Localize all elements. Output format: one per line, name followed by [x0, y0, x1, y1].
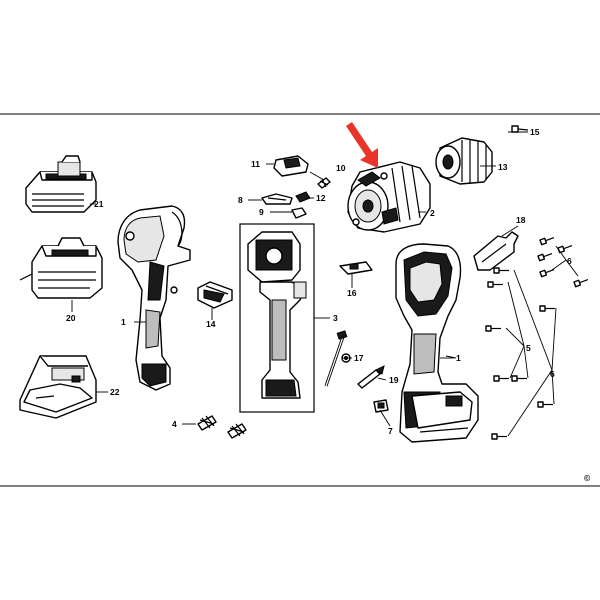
part-1-housing-right[interactable]: [395, 243, 479, 443]
label-15: 15: [530, 127, 540, 137]
part-22-case[interactable]: [19, 355, 97, 419]
part-3-assembly-box[interactable]: [239, 223, 315, 413]
label-22: 22: [110, 387, 120, 397]
label-21: 21: [94, 199, 104, 209]
label-20: 20: [66, 313, 76, 323]
part-16-plate[interactable]: [339, 261, 373, 275]
part-20-battery[interactable]: [19, 237, 103, 299]
part-19-bit[interactable]: [357, 365, 385, 389]
part-21-charger[interactable]: [25, 155, 97, 213]
label-17: 17: [354, 353, 364, 363]
part-4-springs[interactable]: [197, 415, 247, 439]
part-9-clip[interactable]: [291, 207, 307, 219]
label-14: 14: [206, 319, 216, 329]
label-3: 3: [333, 313, 338, 323]
label-10: 10: [336, 163, 346, 173]
label-5: 5: [526, 343, 531, 353]
label-16: 16: [347, 288, 357, 298]
part-17-shaft[interactable]: [324, 330, 351, 387]
part-1-housing-left[interactable]: [117, 205, 191, 391]
part-7-clip[interactable]: [373, 399, 389, 413]
label-8: 8: [238, 195, 243, 205]
part-6-screws-bottom[interactable]: [491, 305, 555, 440]
part-11-bracket[interactable]: [273, 155, 309, 177]
label-19: 19: [389, 375, 399, 385]
part-8-contact[interactable]: [261, 193, 293, 205]
label-7: 7: [388, 426, 393, 436]
part-5-screws[interactable]: [485, 267, 527, 382]
part-13-chuck[interactable]: [435, 137, 493, 185]
part-15-screw[interactable]: [511, 125, 529, 133]
part-labels: 1 1 2 3 4 5 6 6 7 8 9 10 11 12 13 14 15 …: [66, 127, 591, 483]
part-14-switch[interactable]: [197, 281, 233, 309]
label-18: 18: [516, 215, 526, 225]
label-1-right: 1: [456, 353, 461, 363]
leader-lines: [71, 131, 579, 437]
label-1-left: 1: [121, 317, 126, 327]
copyright-mark: ©: [584, 473, 591, 483]
label-9: 9: [259, 207, 264, 217]
label-6-top: 6: [567, 256, 572, 266]
part-18-bottle[interactable]: [473, 231, 519, 271]
part-6-screws-top[interactable]: [537, 235, 589, 288]
part-12-brush[interactable]: [295, 191, 311, 203]
label-6-bottom: 6: [550, 369, 555, 379]
label-4: 4: [172, 419, 177, 429]
label-11: 11: [251, 159, 260, 169]
part-2-motor[interactable]: [347, 161, 431, 233]
label-13: 13: [498, 162, 508, 172]
label-2: 2: [430, 208, 435, 218]
label-12: 12: [316, 193, 326, 203]
highlight-arrow: [346, 122, 378, 168]
